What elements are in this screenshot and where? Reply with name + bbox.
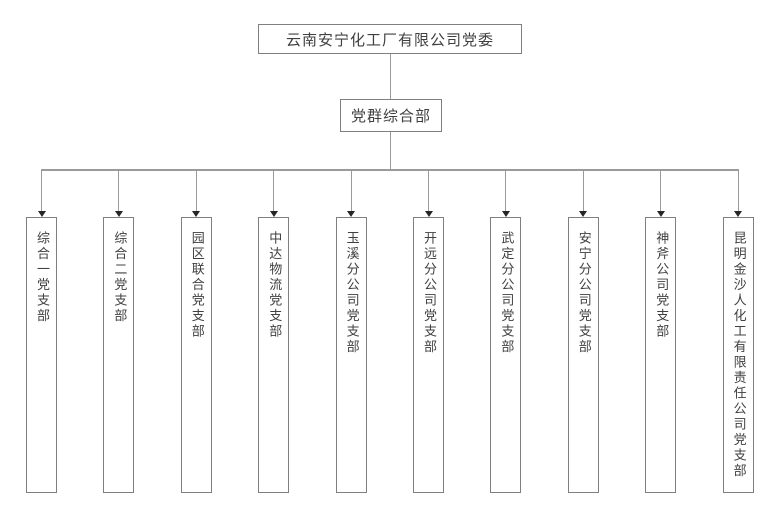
branch-drop-line	[41, 169, 42, 211]
arrowhead-icon	[424, 211, 433, 217]
bus-line	[41, 169, 739, 171]
arrowhead-icon	[192, 211, 201, 217]
branch-node: 安宁分公司党支部	[567, 217, 599, 493]
branch-node: 园区联合党支部	[180, 217, 212, 493]
branch-node-label: 开远分公司党支部	[421, 231, 436, 355]
branch-drop-line	[505, 169, 507, 211]
branch-node-label: 玉溪分公司党支部	[343, 231, 359, 355]
branch-node-label: 中达物流党支部	[266, 231, 282, 340]
branch-node: 神斧公司党支部	[645, 217, 677, 493]
branch-drop-line	[273, 169, 275, 211]
branch-node: 玉溪分公司党支部	[335, 217, 367, 493]
connector-root-dept	[389, 54, 391, 99]
branch-node-label: 园区联合党支部	[188, 231, 204, 340]
branch-node: 中达物流党支部	[258, 217, 290, 493]
arrowhead-icon	[114, 211, 123, 217]
root-node-label: 云南安宁化工厂有限公司党委	[285, 30, 494, 49]
branch-drop-line	[737, 169, 739, 211]
branch-drop-line	[428, 169, 429, 211]
branch-node-label: 神斧公司党支部	[653, 231, 669, 340]
branch-drop-line	[582, 169, 584, 211]
arrowhead-icon	[347, 211, 356, 217]
arrowhead-icon	[501, 211, 510, 217]
branch-drop-line	[118, 169, 120, 211]
arrowhead-icon	[734, 211, 743, 217]
branch-node-label: 昆明金沙人化工有限责任公司党支部	[730, 231, 746, 479]
branch-node: 武定分公司党支部	[490, 217, 522, 493]
branch-drop-line	[350, 169, 352, 211]
root-node: 云南安宁化工厂有限公司党委	[258, 24, 522, 54]
arrowhead-icon	[37, 211, 46, 217]
branch-node: 开远分公司党支部	[413, 217, 444, 493]
department-node-label: 党群综合部	[350, 107, 431, 125]
arrowhead-icon	[269, 211, 278, 217]
branch-node-label: 综合二党支部	[111, 231, 127, 324]
branch-node: 综合二党支部	[103, 217, 135, 493]
connector-dept-bus	[389, 132, 391, 169]
branch-node: 综合一党支部	[26, 217, 57, 493]
branch-drop-line	[660, 169, 662, 211]
branch-node-label: 综合一党支部	[34, 231, 49, 324]
branch-node: 昆明金沙人化工有限责任公司党支部	[722, 217, 754, 493]
department-node: 党群综合部	[340, 99, 442, 132]
branch-drop-line	[195, 169, 197, 211]
arrowhead-icon	[656, 211, 665, 217]
branch-node-label: 武定分公司党支部	[498, 231, 514, 355]
arrowhead-icon	[579, 211, 588, 217]
branch-node-label: 安宁分公司党支部	[575, 231, 591, 355]
